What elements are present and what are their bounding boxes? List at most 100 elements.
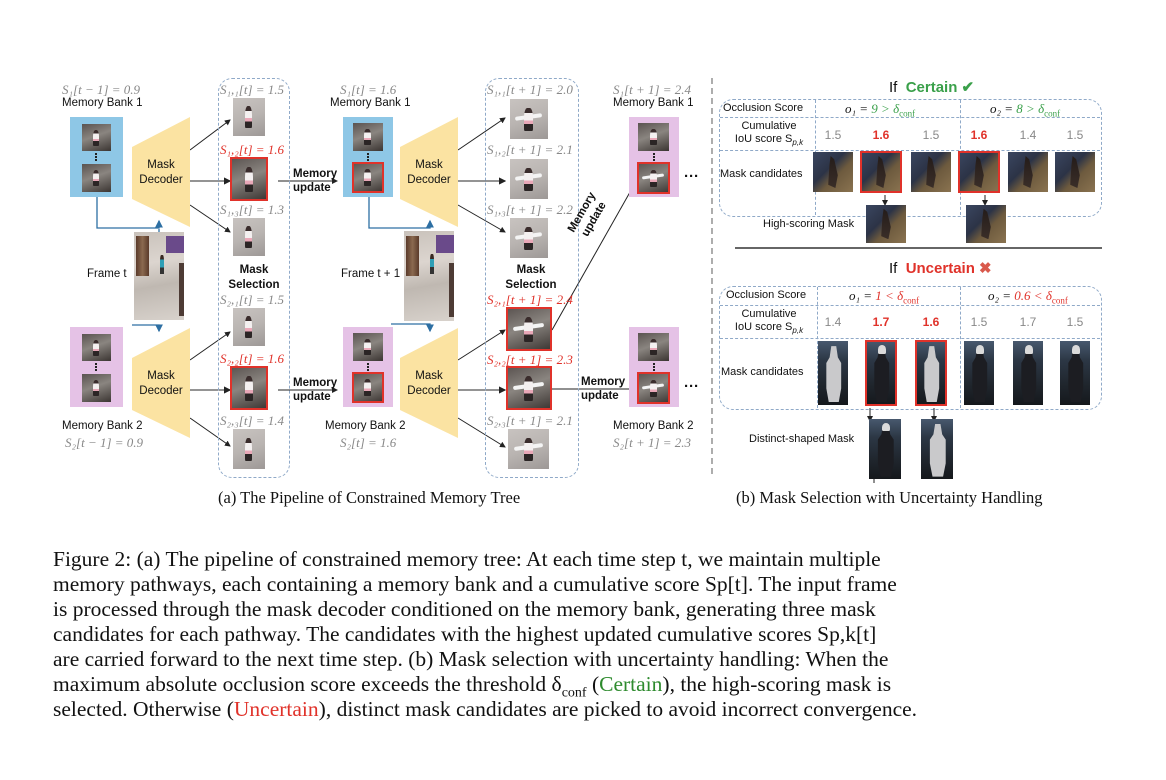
mask-decoder-shape [400,328,458,438]
occlusion-score-label: Occlusion Score [726,289,807,301]
mask-candidate [964,341,994,405]
bank2-label: Memory Bank 2 [62,420,143,432]
memory-frame-thumb-new [352,372,384,403]
ellipsis-dots [367,153,371,161]
iou-score-cell: 1.5 [824,128,842,142]
arrow [189,204,231,233]
candidate-score: S₂,₁[t] = 1.5 [220,292,285,307]
mask-candidate [1060,341,1090,405]
uncertain-term: Uncertain [233,697,319,721]
caption-line: is processed through the mask decoder co… [53,597,876,621]
ellipsis-dots [653,153,657,161]
mask-candidates-label: Mask candidates [721,366,804,378]
check-icon: ✔ [961,79,975,96]
decoder-line1: Mask [415,370,443,382]
row-divider [720,117,1100,118]
cumulative-sub: p,k [792,326,804,336]
certain-status: Certain [905,79,958,96]
mask-selection-line1: Mask [239,264,269,276]
memory-update-line1: Memory [293,377,338,389]
iou-score-cell: 1.6 [970,128,988,142]
memory-bank-2-t1 [629,327,679,407]
cumulative-line2: IoU score S [734,321,793,333]
memory-update-line2: update [293,182,331,194]
uncertain-table [719,286,1102,410]
arrow [457,204,506,233]
memory-update-line2: update [293,391,331,403]
mask-candidate-selected [506,366,552,410]
bank1-label: Memory Bank 1 [62,97,143,109]
memory-frame-thumb [353,123,383,151]
candidate-score-selected: S₂,₁[t + 1] = 2.4 [487,292,573,307]
candidate-score-selected: S₁,₂[t] = 1.6 [220,142,285,157]
mask-candidate-selected [865,340,897,406]
iou-score-cell: 1.6 [922,315,940,329]
arrow [189,417,231,447]
mask-candidate [233,218,265,256]
memory-frame-thumb [353,333,383,361]
mask-candidate [1055,152,1095,192]
memory-frame-thumb [638,333,669,361]
mask-decoder-shape [132,328,190,438]
frame-t-label: Frame t [87,268,127,280]
occlusion-o1: o₁ = 1 < δconf [849,288,920,306]
mask-candidate [508,429,549,469]
iou-score-cell: 1.4 [824,315,842,329]
decoder-line1: Mask [415,159,443,171]
mask-candidate-selected [230,366,268,410]
distinct-shaped-mask-label: Distinct-shaped Mask [749,433,855,445]
cumulative-sub: p,k [792,138,804,148]
memory-bank-1-t [343,117,393,197]
uncertain-status: Uncertain [905,260,975,277]
arrow [551,177,639,331]
mask-candidate [1008,152,1048,192]
decoder-line2: Decoder [139,174,183,186]
mask-selection-line2: Selection [505,279,557,291]
mask-candidates-label: Mask candidates [720,168,803,180]
mask-decoder-label: Mask Decoder [137,369,185,399]
bank2-score-t: S₂[t] = 1.6 [340,435,397,450]
occlusion-o1: o₁ = 9 > δconf [845,101,916,119]
memory-bank-1-t1 [629,117,679,197]
distinct-mask-1 [869,419,901,479]
arrow [457,329,506,361]
mask-selection-line1: Mask [516,264,546,276]
mask-selection-line2: Selection [228,279,280,291]
bank1-label: Memory Bank 1 [613,97,694,109]
if-label: If [889,79,898,96]
candidate-score-selected: S₂,₂[t] = 1.6 [220,351,285,366]
mask-candidate [510,159,548,199]
bank1-label: Memory Bank 1 [330,97,411,109]
iou-score-cell: 1.7 [1019,315,1037,329]
row-divider [720,338,1100,339]
high-scoring-mask-1 [866,205,906,243]
bank2-score-t-minus-1: S₂[t − 1] = 0.9 [65,435,144,450]
mask-candidate [818,341,848,405]
arrow [457,417,506,448]
memory-frame-thumb-new [352,162,384,193]
cumulative-line1: Cumulative [741,120,797,132]
arrow [391,323,434,333]
mask-candidate [233,429,265,469]
candidate-score: S₁,₃[t + 1] = 2.2 [487,202,573,217]
bank2-score-t1: S₂[t + 1] = 2.3 [613,435,692,450]
uncertainty-connectors [735,195,1102,483]
frame-t1-label: Frame t + 1 [341,268,401,280]
mask-selection-label: Mask Selection [222,263,286,293]
mask-selection-label: Mask Selection [499,263,563,293]
memory-frame-thumb [82,124,111,151]
mask-candidate [510,99,548,139]
ellipsis-dots [367,363,371,371]
cumulative-iou-label: Cumulative IoU score Sp,k [723,308,815,337]
ellipsis-dots [653,363,657,371]
memory-update-line1: Memory [581,376,626,388]
iou-score-cell: 1.5 [922,128,940,142]
subcaption-a: (a) The Pipeline of Constrained Memory T… [218,488,521,507]
row-divider [720,305,1100,306]
high-scoring-mask-label: High-scoring Mask [763,218,855,230]
mask-candidate-selected [230,157,268,201]
iou-score-cell: 1.4 [1019,128,1037,142]
bank1-score-t1: S₁[t + 1] = 2.4 [613,82,692,97]
mask-candidate [233,98,265,136]
occlusion-o2: o₂ = 0.6 < δconf [988,288,1068,306]
